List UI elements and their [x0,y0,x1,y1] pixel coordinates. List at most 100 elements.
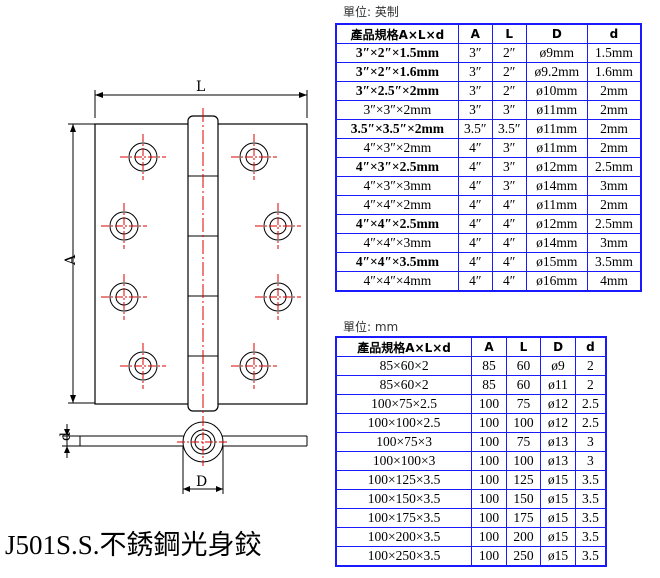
cell-d: 3.5 [574,508,607,528]
product-title: J501S.S.不銹鋼光身鉸 [5,530,262,560]
cell-d: 1.6mm [586,62,642,82]
d-arrow-bottom [64,446,70,453]
cell-A: 4″ [457,233,493,253]
cell-d: 3.5 [574,546,607,567]
cell-A: 100 [471,413,507,433]
cell-d: 2mm [586,81,642,101]
cell-A: 4″ [457,176,493,196]
cell-A: 100 [471,508,507,528]
cell-L: 150 [505,489,542,509]
cell-d: 2mm [586,119,642,139]
cell-spec: 4″×3″×2.5mm [335,157,459,177]
cell-A: 85 [471,375,507,395]
cell-spec: 100×175×3.5 [335,508,473,528]
cell-d: 3mm [586,176,642,196]
cell-D: ø16mm [525,271,588,292]
cell-A: 3″ [457,43,493,63]
cell-D: ø15 [540,546,576,567]
header-spec: 產品規格A×L×d [335,23,459,44]
cell-D: ø12mm [525,214,588,234]
cell-D: ø14mm [525,233,588,253]
cell-D: ø15 [540,508,576,528]
cell-A: 4″ [457,214,493,234]
cell-L: 60 [505,356,542,376]
cell-A: 3″ [457,81,493,101]
inch-unit-label: 單位: 英制 [343,5,399,19]
cell-d: 3.5 [574,470,607,490]
cell-A: 100 [471,394,507,414]
d-label: d [58,432,74,441]
cell-d: 2.5mm [586,157,642,177]
cell-A: 4″ [457,157,493,177]
cell-L: 125 [505,470,542,490]
l-arrow-left [95,92,103,98]
cell-spec: 4″×4″×2.5mm [335,214,459,234]
header-L: L [505,336,542,357]
cell-D: ø11mm [525,100,588,120]
cell-d: 2 [574,356,607,376]
cell-D: ø13 [540,432,576,452]
D-arrow-right [216,486,223,492]
cell-D: ø15mm [525,252,588,272]
cell-D: ø9mm [525,43,588,63]
cell-spec: 3″×2″×1.5mm [335,43,459,63]
cell-D: ø12 [540,413,576,433]
cell-d: 1.5mm [586,43,642,63]
cell-L: 4″ [491,271,527,292]
cell-L: 100 [505,451,542,471]
header-D: D [525,23,588,44]
cell-A: 85 [471,356,507,376]
cell-A: 3″ [457,100,493,120]
cell-L: 3″ [491,138,527,158]
cell-A: 100 [471,470,507,490]
cell-d: 3 [574,432,607,452]
cell-L: 250 [505,546,542,567]
cell-spec: 100×200×3.5 [335,527,473,547]
cell-spec: 85×60×2 [335,375,473,395]
cell-L: 60 [505,375,542,395]
cell-A: 3″ [457,62,493,82]
D-label: D [196,474,207,490]
cell-spec: 100×125×3.5 [335,470,473,490]
cell-L: 2″ [491,62,527,82]
hinge-drawing: L A [58,79,308,494]
cell-d: 2mm [586,100,642,120]
cell-L: 4″ [491,214,527,234]
cell-D: ø9.2mm [525,62,588,82]
cell-A: 4″ [457,138,493,158]
cell-L: 75 [505,394,542,414]
cell-d: 2mm [586,138,642,158]
cell-d: 2.5 [574,394,607,414]
cell-D: ø11 [540,375,576,395]
header-D: D [540,336,576,357]
cell-L: 2″ [491,81,527,101]
cell-D: ø10mm [525,81,588,101]
cell-L: 4″ [491,195,527,215]
cell-L: 175 [505,508,542,528]
cell-d: 2.5 [574,413,607,433]
cell-d: 4mm [586,271,642,292]
cell-spec: 4″×4″×3mm [335,233,459,253]
cell-spec: 3″×3″×2mm [335,100,459,120]
cell-d: 2.5mm [586,214,642,234]
D-arrow-left [183,486,190,492]
hole-centerlines [101,134,301,389]
cell-spec: 100×150×3.5 [335,489,473,509]
cell-L: 3″ [491,176,527,196]
header-A: A [471,336,507,357]
cell-d: 3 [574,451,607,471]
header-L: L [491,23,527,44]
